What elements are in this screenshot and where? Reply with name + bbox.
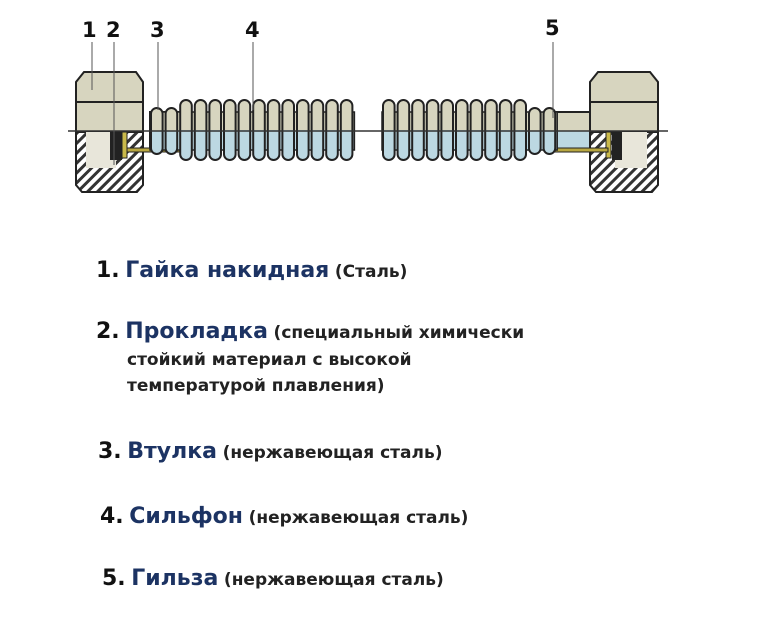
bellows-rib (498, 99, 513, 161)
legend-number: 1. (96, 258, 120, 283)
legend-number: 4. (100, 504, 124, 529)
bellows-rib (484, 99, 498, 161)
callout-2: 2 (106, 18, 121, 42)
bellows-rib (455, 99, 469, 161)
bellows-rib (382, 99, 396, 161)
bellows-rib (513, 99, 528, 161)
bellows-rib (469, 99, 484, 161)
bellows-rib (310, 99, 325, 161)
legend-note-line-2: стойкий материал с высокой (127, 350, 412, 370)
callout-4: 4 (245, 18, 260, 42)
legend-item-1: 1. Гайка накидная (Сталь) (96, 258, 407, 283)
legend-note: (нержавеющая сталь) (248, 508, 469, 528)
bellows-left (149, 99, 356, 161)
bellows-rib (223, 99, 237, 161)
bellows-rib (281, 99, 295, 161)
bellows-rib (252, 99, 266, 161)
legend-item-2: 2. Прокладка (специальный химически (96, 319, 524, 344)
callout-5: 5 (545, 16, 560, 40)
legend-note: (нержавеющая сталь) (223, 570, 444, 590)
bellows-rib (179, 99, 193, 161)
bellows-rib (296, 99, 310, 161)
bellows-right (381, 99, 558, 161)
legend-name: Сильфон (129, 504, 243, 529)
bellows-rib (325, 99, 339, 161)
legend-name: Гильза (131, 566, 219, 591)
legend-number: 5. (102, 566, 126, 591)
legend-number: 3. (98, 439, 122, 464)
callout-lines (91, 42, 554, 165)
legend-item-4: 4. Сильфон (нержавеющая сталь) (100, 504, 468, 529)
left-fitting (75, 71, 191, 193)
legend-note: (Сталь) (334, 262, 408, 282)
callout-3: 3 (150, 18, 165, 42)
legend-note-line-3: температурой плавления) (127, 376, 385, 396)
bellows-rib (208, 99, 222, 161)
gasket-left (110, 132, 122, 160)
gasket-right (612, 132, 622, 160)
legend-item-5: 5. Гильза (нержавеющая сталь) (102, 566, 444, 591)
legend-name: Прокладка (125, 319, 268, 344)
bellows-rib (425, 99, 440, 161)
bellows-rib (411, 99, 425, 161)
legend-number: 2. (96, 319, 120, 344)
bellows-rib (396, 99, 411, 161)
bellows-rib (237, 99, 252, 161)
legend-note: (специальный химически (273, 323, 525, 343)
bellows-rib (440, 99, 454, 161)
bellows-rib (266, 99, 281, 161)
legend-note: (нержавеющая сталь) (222, 443, 443, 463)
right-fitting (544, 71, 659, 193)
callout-1: 1 (82, 18, 97, 42)
legend-item-3: 3. Втулка (нержавеющая сталь) (98, 439, 442, 464)
legend-name: Гайка накидная (125, 258, 330, 283)
bellows-rib (339, 99, 354, 161)
bellows-rib (193, 99, 208, 161)
legend-name: Втулка (127, 439, 218, 464)
hose-cross-section-diagram: 1 2 3 4 5 (68, 16, 668, 193)
